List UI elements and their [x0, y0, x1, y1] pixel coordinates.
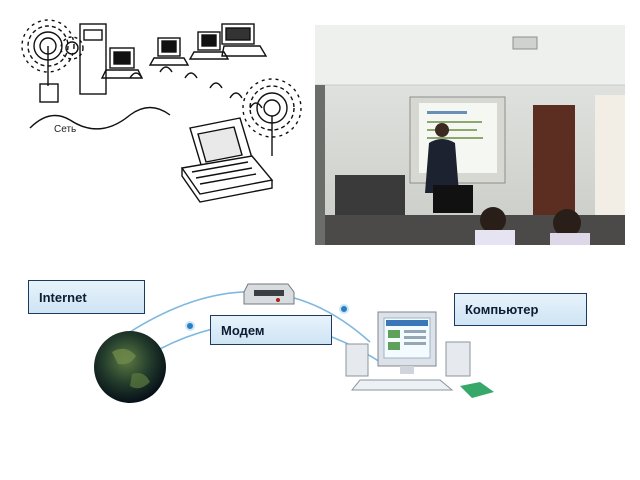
computer-icon: [345, 311, 494, 398]
wireless-network-sketch: Сеть: [21, 19, 302, 203]
network-caption: Сеть: [54, 124, 76, 135]
internet-modem-computer-diagram: [94, 283, 494, 403]
internet-label: Internet: [28, 280, 145, 314]
classroom-photo: [315, 25, 625, 245]
globe-icon: [94, 331, 166, 403]
modem-icon: [243, 283, 295, 305]
computer-label: Компьютер: [454, 293, 587, 326]
modem-label: Модем: [210, 315, 332, 345]
